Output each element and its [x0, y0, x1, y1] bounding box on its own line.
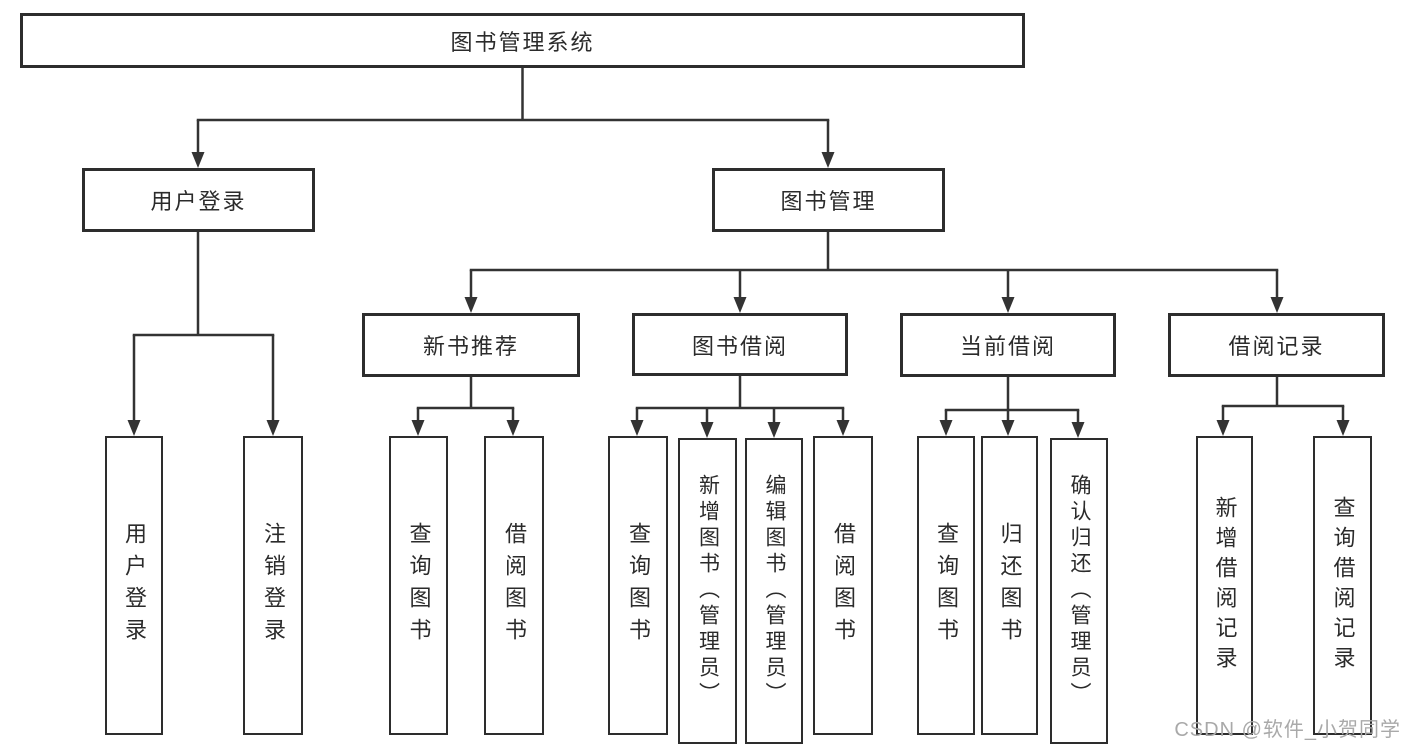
node-current-borrow-label: 当前借阅: [959, 334, 1056, 359]
leaf-logout-label: 注销登录: [261, 521, 286, 650]
leaf-current-return: 归还图书: [981, 436, 1038, 735]
node-book-borrow-label: 图书借阅: [691, 333, 788, 359]
node-root: 图书管理系统: [20, 13, 1025, 68]
leaf-record-query-label: 查询借阅记录: [1330, 495, 1356, 676]
leaf-current-return-label: 归还图书: [997, 521, 1023, 650]
csdn-watermark: CSDN @软件_小贺同学: [1174, 719, 1401, 741]
leaf-current-confirm-admin: 确认归还（管理员）: [1050, 438, 1108, 744]
leaf-borrow-borrow: 借阅图书: [813, 436, 873, 735]
leaf-borrow-query-label: 查询图书: [626, 521, 651, 650]
leaf-record-add-label: 新增借阅记录: [1212, 495, 1238, 676]
leaf-record-add: 新增借阅记录: [1196, 436, 1253, 735]
node-borrow-records: 借阅记录: [1168, 313, 1385, 377]
leaf-record-query: 查询借阅记录: [1313, 436, 1372, 735]
node-new-book-recommend: 新书推荐: [362, 313, 580, 377]
leaf-current-query-label: 查询图书: [934, 521, 959, 650]
leaf-borrow-edit-admin: 编辑图书（管理员）: [745, 438, 803, 744]
leaf-current-query: 查询图书: [917, 436, 975, 735]
leaf-newbook-borrow-label: 借阅图书: [502, 521, 527, 650]
node-root-label: 图书管理系统: [450, 29, 595, 55]
node-current-borrow: 当前借阅: [900, 313, 1116, 377]
node-borrow-records-label: 借阅记录: [1228, 334, 1325, 359]
leaf-borrow-edit-admin-label: 编辑图书（管理员）: [763, 474, 786, 708]
leaf-borrow-add-admin: 新增图书（管理员）: [678, 438, 737, 744]
leaf-user-login: 用户登录: [105, 436, 163, 735]
leaf-logout: 注销登录: [243, 436, 303, 735]
leaf-current-confirm-admin-label: 确认归还（管理员）: [1068, 474, 1091, 708]
leaf-newbook-query-label: 查询图书: [406, 521, 432, 650]
node-new-book-recommend-label: 新书推荐: [422, 334, 519, 359]
node-book-management-label: 图书管理: [780, 189, 877, 214]
leaf-borrow-query: 查询图书: [608, 436, 668, 735]
leaf-borrow-add-admin-label: 新增图书（管理员）: [696, 474, 720, 708]
node-book-borrow: 图书借阅: [632, 313, 848, 376]
node-book-management: 图书管理: [712, 168, 945, 232]
leaf-newbook-borrow: 借阅图书: [484, 436, 544, 735]
node-user-login: 用户登录: [82, 168, 315, 232]
leaf-newbook-query: 查询图书: [389, 436, 448, 735]
node-user-login-label: 用户登录: [150, 189, 247, 214]
leaf-borrow-borrow-label: 借阅图书: [831, 521, 856, 650]
leaf-user-login-label: 用户登录: [122, 521, 147, 650]
